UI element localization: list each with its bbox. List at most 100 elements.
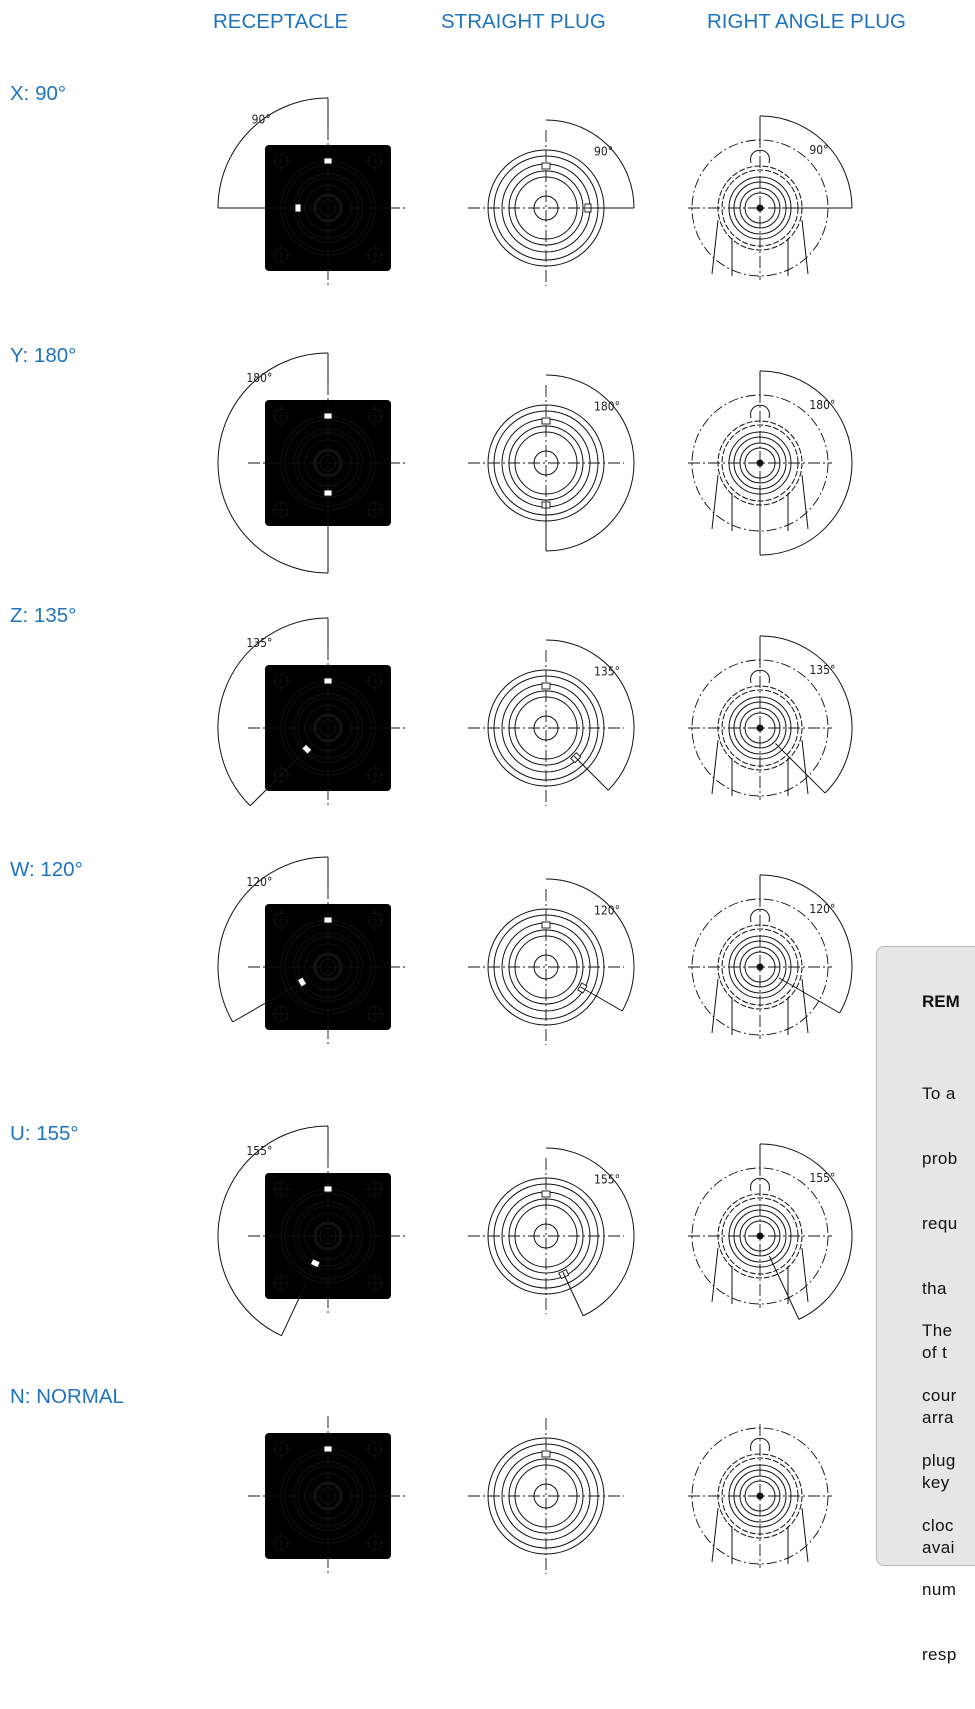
remarks-line: resp [922,1645,957,1665]
dimension-line [775,743,826,794]
housing-edge [801,219,809,275]
dimension-line [778,977,840,1014]
dimension-line [562,1272,584,1316]
angle-arc [217,352,329,574]
angle-label-0: 90° [594,145,613,159]
remarks-title: REM [922,992,960,1011]
housing-edge [711,1247,719,1303]
key-tab [323,1185,333,1193]
remarks-line: To a [922,1084,956,1104]
angle-arc [759,370,853,556]
key-tab [296,976,308,988]
key-tab [323,157,333,165]
dimension-line [573,755,609,791]
dimension-line [580,986,623,1012]
housing-edge [711,474,719,530]
key-tab [323,1445,333,1453]
key-tab [323,916,333,924]
key-tab [541,162,551,170]
plug-lobe [750,1177,770,1192]
row-label-w: W: 120° [10,858,83,881]
header-receptacle: RECEPTACLE [213,10,349,33]
angle-arc [545,878,635,1012]
angle-label-3: 120° [246,875,272,889]
connector-drawings: 90° 90° 90° 180° 180° 180° 135° 135° 135° 120° 120… [217,97,853,1576]
angle-label-2: 135° [594,665,620,679]
key-tab [301,743,313,755]
row-label-z: Z: 135° [10,604,77,627]
angle-arc [759,115,853,209]
header-right-angle-plug: RIGHT ANGLE PLUG [707,10,906,33]
housing-edge [801,739,809,795]
angle-arc [217,1125,329,1337]
row-label-x: X: 90° [10,82,67,105]
housing-edge [711,1507,719,1563]
angle-label-0: 90° [252,112,271,126]
plug-lobe [750,669,770,684]
key-tab [294,203,302,213]
angle-label-0: 90° [809,143,828,157]
row-label-u: U: 155° [10,1122,79,1145]
angle-arc [759,1143,853,1320]
angle-label-1: 180° [246,371,272,385]
row-label-y: Y: 180° [10,344,77,367]
angle-label-3: 120° [809,902,835,916]
angle-label-4: 155° [809,1171,835,1185]
housing-edge [711,978,719,1034]
remarks-line: requ [922,1213,958,1233]
angle-arc [217,617,329,807]
housing-edge [801,1247,809,1303]
angle-label-3: 120° [594,904,620,918]
remarks-line: cloc [922,1515,954,1535]
housing-edge [711,219,719,275]
key-tab [323,677,333,685]
angle-arc [545,119,635,209]
remarks-line: key [922,1472,950,1492]
key-tab [541,1450,551,1458]
angle-label-2: 135° [246,636,272,650]
key-tab [541,1190,551,1198]
key-tab [323,412,333,420]
housing-edge [801,1507,809,1563]
remarks-paragraph-1: To a prob requ tha of t arra key avai [922,1040,975,1601]
angle-arc [545,639,635,791]
remarks-panel: REM To a prob requ tha of t arra key ava… [876,946,975,1664]
plug-lobe [750,404,770,419]
dimension-line [281,1267,314,1336]
key-tab [323,489,333,497]
angle-arc [759,874,853,1014]
drawings-area: 90° 90° 90° 180° 180° 180° 135° 135° 135° 120° 120… [195,0,975,1581]
remarks-line: arra [922,1408,954,1428]
angle-label-2: 135° [809,663,835,677]
angle-label-4: 155° [246,1144,272,1158]
key-tab [309,1258,321,1269]
housing-edge [801,978,809,1034]
key-tab [541,921,551,929]
dimension-line [249,752,304,807]
angle-arc [217,856,329,1023]
angle-label-1: 180° [809,398,835,412]
key-tab [541,682,551,690]
angle-label-4: 155° [594,1173,620,1187]
remarks-line: tha [922,1278,947,1298]
dimension-line [232,984,298,1023]
remarks-line: num [922,1580,957,1600]
angle-arc [545,1147,635,1317]
remarks-line: of t [922,1343,948,1363]
plug-lobe [750,149,770,164]
angle-arc [217,97,329,209]
row-label-n: N: NORMAL [10,1385,124,1408]
header-straight-plug: STRAIGHT PLUG [441,10,606,33]
housing-edge [711,739,719,795]
remarks-line: plug [922,1450,956,1470]
plug-lobe [750,908,770,923]
housing-edge [801,474,809,530]
angle-arc [545,374,635,552]
dimension-line [768,1255,800,1320]
plug-lobe [750,1437,770,1452]
remarks-line: avai [922,1537,955,1557]
remarks-line: cour [922,1385,957,1405]
angle-label-1: 180° [594,400,620,414]
remarks-line: The [922,1321,953,1341]
remarks-line: prob [922,1148,958,1168]
